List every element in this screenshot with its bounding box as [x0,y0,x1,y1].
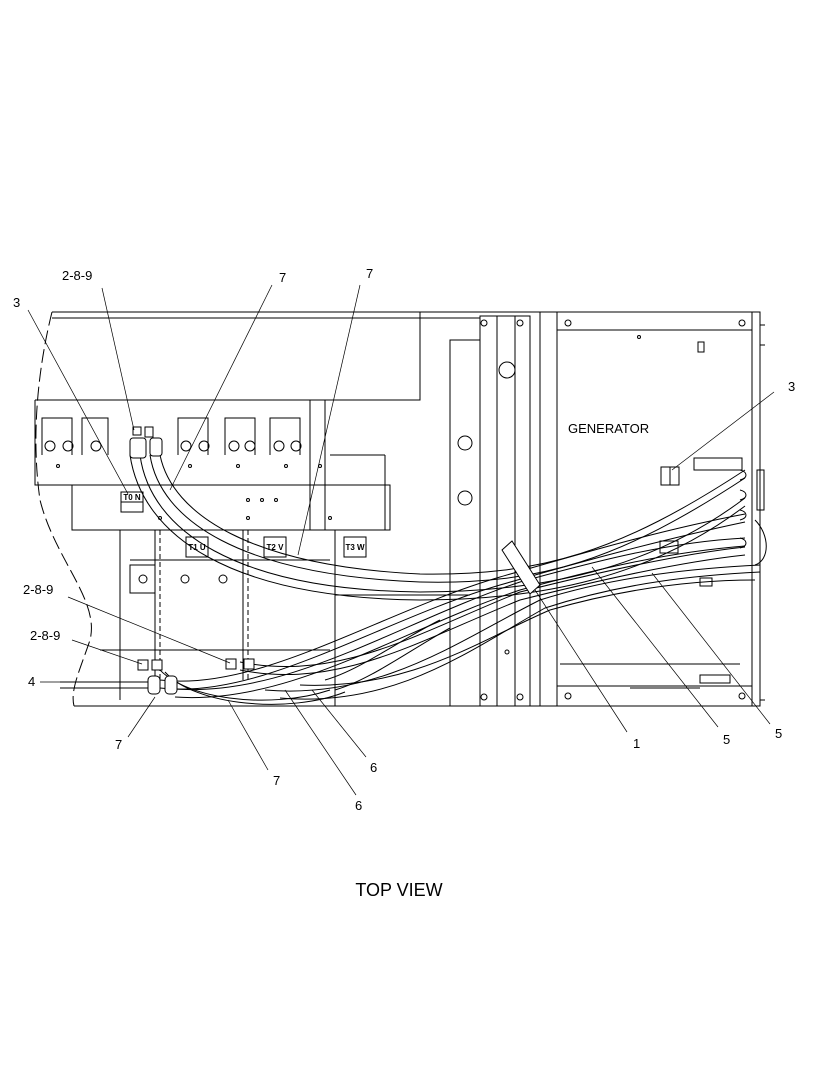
callout-7-c: 7 [115,737,122,752]
callout-7-d: 7 [273,773,280,788]
terminal-t2: T2 V [263,536,287,558]
callouts: 2-8-9 3 7 7 3 2-8-9 2-8-9 4 7 7 6 6 1 5 … [13,266,795,813]
generator-label: GENERATOR [568,421,649,436]
callout-3-right: 3 [788,379,795,394]
leader-lines [27,284,775,796]
terminal-t3-label: T3 W [345,543,365,552]
mounting-plate [449,315,531,707]
callout-7-a: 7 [279,270,286,285]
callout-6-a: 6 [370,760,377,775]
terminal-t0: T0 N [120,491,144,513]
generator-terminal-box [659,457,743,554]
callout-2-8-9-low: 2-8-9 [30,628,60,643]
callout-2-8-9-mid: 2-8-9 [23,582,53,597]
terminal-t1-label: T1 U [188,543,206,552]
callout-6-b: 6 [355,798,362,813]
cable-bundle [129,454,767,705]
callout-4: 4 [28,674,35,689]
callout-1: 1 [633,736,640,751]
generator-housing: GENERATOR [539,312,765,706]
terminal-t3: T3 W [343,536,367,558]
enclosure-outline [35,311,761,707]
callout-3-left: 3 [13,295,20,310]
busbar-housing [34,312,470,706]
cable-tie [501,540,541,595]
busbar-tabs [41,417,332,520]
view-caption: TOP VIEW [355,880,442,900]
cable-lugs [60,426,255,695]
terminal-t0-label: T0 N [123,493,141,502]
terminal-t2-label: T2 V [267,543,285,552]
callout-7-b: 7 [366,266,373,281]
callout-2-8-9-top: 2-8-9 [62,268,92,283]
lower-bolts [129,564,228,594]
callout-5-a: 5 [723,732,730,747]
callout-5-b: 5 [775,726,782,741]
